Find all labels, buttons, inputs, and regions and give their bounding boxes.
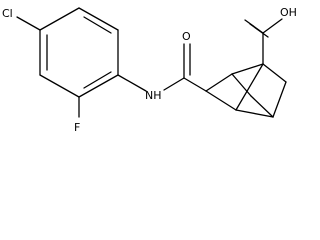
bond: [183, 77, 207, 92]
amide-nh-label: NH: [145, 89, 162, 102]
double-bond: [83, 71, 112, 89]
bond: [231, 63, 264, 75]
atom-labels: Cl F NH O OH: [2, 6, 297, 134]
bond: [235, 63, 264, 111]
bond: [250, 95, 274, 118]
chlorine-label: Cl: [2, 7, 13, 20]
bond: [78, 74, 119, 98]
double-bond: [249, 23, 269, 38]
double-bond: [83, 16, 112, 34]
bond: [272, 81, 287, 118]
bond: [231, 73, 252, 97]
fluorine-label: F: [74, 121, 80, 134]
bond: [16, 16, 41, 31]
bond: [262, 18, 283, 34]
bond: [262, 63, 287, 83]
bond: [117, 74, 147, 92]
bond: [78, 7, 119, 31]
molecule-drawing: Cl F NH O OH: [2, 6, 297, 134]
bond-lines: [16, 7, 287, 118]
bond: [235, 109, 274, 118]
bond: [163, 77, 185, 91]
structure-diagram: Cl F NH O OH: [2, 6, 297, 134]
carboxyl-oh-label: OH: [280, 6, 297, 19]
bond: [205, 90, 237, 111]
bond: [205, 73, 233, 92]
bond: [39, 74, 80, 98]
carbonyl-oxygen-label: O: [182, 30, 191, 43]
bond: [39, 7, 80, 31]
